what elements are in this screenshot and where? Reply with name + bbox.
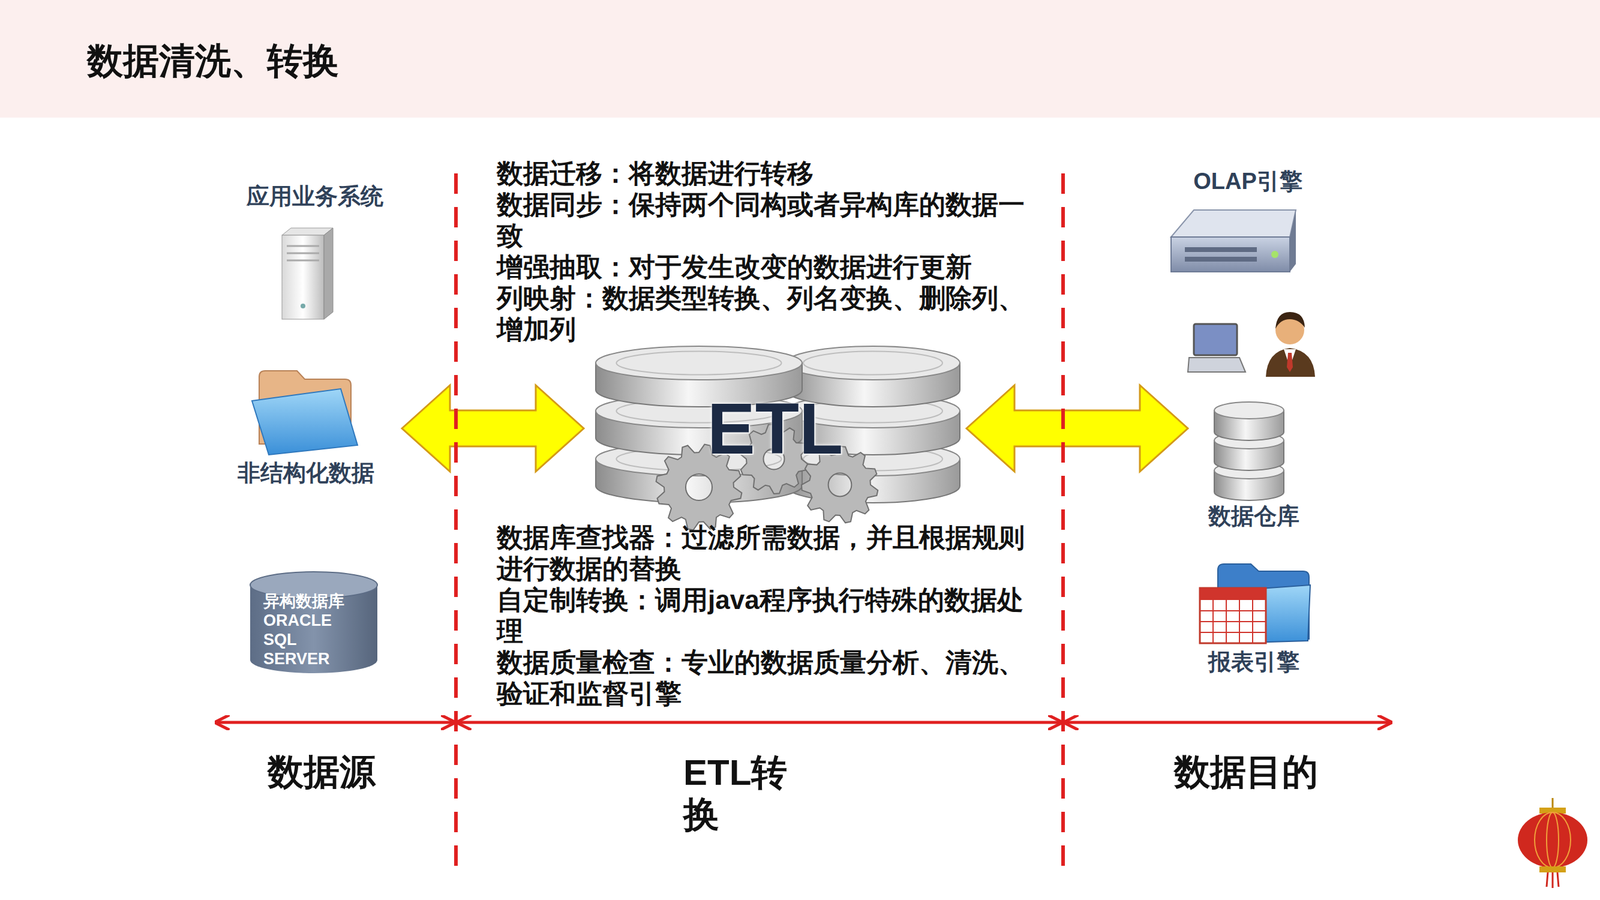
- span-arrow: [457, 721, 1062, 725]
- span-arrow: [215, 721, 455, 725]
- disk: [616, 350, 782, 375]
- report-engine: 报表引擎: [1184, 557, 1323, 678]
- user-icon: [1275, 311, 1305, 329]
- node-label: 非结构化数据: [237, 458, 375, 487]
- feature-list: 数据库查找器：过滤所需数据，并且根据规则进行数据的替换自定制转换：调用java程…: [496, 521, 1040, 710]
- node-label: 数据仓库: [1208, 502, 1300, 530]
- feature-note: 自定制转换：调用java程序执行特殊的数据处理: [496, 584, 1040, 647]
- etl-illustration: [595, 346, 960, 530]
- user-icon: [1187, 311, 1316, 377]
- lantern-decoration: [1546, 872, 1548, 887]
- olap-engine: OLAP引擎: [1157, 164, 1338, 279]
- olap-server-icon: [1184, 247, 1257, 252]
- report-icon: [1199, 631, 1266, 633]
- database-cylinder: [250, 584, 378, 674]
- section-divider: [1061, 173, 1065, 867]
- server-icon: [281, 235, 324, 320]
- server-icon: [286, 245, 320, 248]
- node-label: ETL: [707, 389, 844, 468]
- server-icon: [286, 252, 320, 255]
- user-icon: [1265, 347, 1316, 377]
- lantern-decoration: [1539, 866, 1566, 873]
- source-unstructured: 非结构化数据: [215, 362, 396, 489]
- double-arrow: [966, 385, 1188, 472]
- lantern-decoration: [1534, 812, 1571, 868]
- disk: [785, 346, 960, 380]
- database-cylinder: [250, 571, 378, 674]
- report-icon: [1199, 610, 1266, 612]
- warehouse-db-icon: [1214, 401, 1284, 419]
- server-icon: [300, 303, 306, 309]
- olap-server-icon: [1271, 250, 1279, 258]
- etl-engine: ETL: [589, 346, 961, 510]
- feature-note: 数据同步：保持两个同构或者异构库的数据一致: [496, 188, 1040, 252]
- title-bar: 数据清洗、转换: [0, 0, 1600, 118]
- data-warehouse: 数据仓库: [1193, 398, 1314, 533]
- report-icon: [1199, 563, 1311, 644]
- page-title: 数据清洗、转换: [86, 39, 339, 83]
- section-label: ETL转换: [683, 751, 804, 836]
- span-arrow: [215, 721, 1391, 725]
- feature-note: 数据质量检查：专业的数据质量分析、清洗、验证和监督引擎: [496, 646, 1040, 710]
- lantern-decoration: [1517, 797, 1588, 888]
- node-label: OLAP引擎: [1193, 167, 1303, 195]
- olap-server-icon: [1184, 256, 1257, 262]
- lantern-decoration: [1552, 797, 1554, 809]
- user-icon: [1193, 323, 1238, 356]
- server-icon: [281, 227, 333, 320]
- disk: [595, 346, 803, 380]
- report-icon: [1199, 587, 1266, 644]
- span-arrow: [1064, 721, 1391, 725]
- section-divider: [454, 173, 458, 867]
- report-icon: [1199, 599, 1266, 644]
- server-icon: [286, 259, 320, 262]
- double-arrow: [401, 385, 584, 472]
- olap-server-icon: [1171, 236, 1290, 272]
- lantern-decoration: [1552, 872, 1554, 888]
- feature-note: 数据库查找器：过滤所需数据，并且根据规则进行数据的替换: [496, 521, 1040, 585]
- lantern-decoration: [1517, 812, 1588, 868]
- feature-note: 增强抽取：对于发生改变的数据进行更新: [496, 251, 1040, 283]
- feature-note: 数据迁移：将数据进行转移: [496, 157, 1040, 189]
- warehouse-db-icon: [1214, 401, 1284, 501]
- report-icon: [1199, 620, 1266, 623]
- lantern-decoration: [1557, 872, 1559, 887]
- user-icon: [1187, 357, 1246, 372]
- source-system: 应用业务系统: [227, 179, 402, 324]
- folder-icon: [251, 370, 358, 455]
- folder-icon: [251, 388, 358, 455]
- feature-list: 数据迁移：将数据进行转移数据同步：保持两个同构或者异构库的数据一致增强抽取：对于…: [496, 157, 1040, 345]
- node-label: 异构数据库 ORACLE SQL SERVER: [263, 591, 363, 669]
- node-label: 应用业务系统: [246, 182, 384, 210]
- report-icon: [1199, 587, 1266, 600]
- section-label: 数据源: [231, 751, 412, 794]
- node-label: 报表引擎: [1208, 647, 1300, 676]
- source-database: 异构数据库 ORACLE SQL SERVER: [250, 571, 378, 675]
- user-icon: [1286, 352, 1293, 372]
- olap-server-icon: [1171, 209, 1296, 272]
- section-divider: [455, 173, 1064, 867]
- disk: [803, 350, 943, 375]
- server-icon: [323, 227, 333, 320]
- olap-server-icon: [1171, 209, 1296, 237]
- section-label: 数据目的: [1126, 751, 1367, 794]
- lantern-decoration: [1546, 812, 1559, 868]
- olap-server-icon: [1289, 209, 1296, 272]
- feature-note: 列映射：数据类型转换、列名变换、删除列、增加列: [496, 282, 1040, 345]
